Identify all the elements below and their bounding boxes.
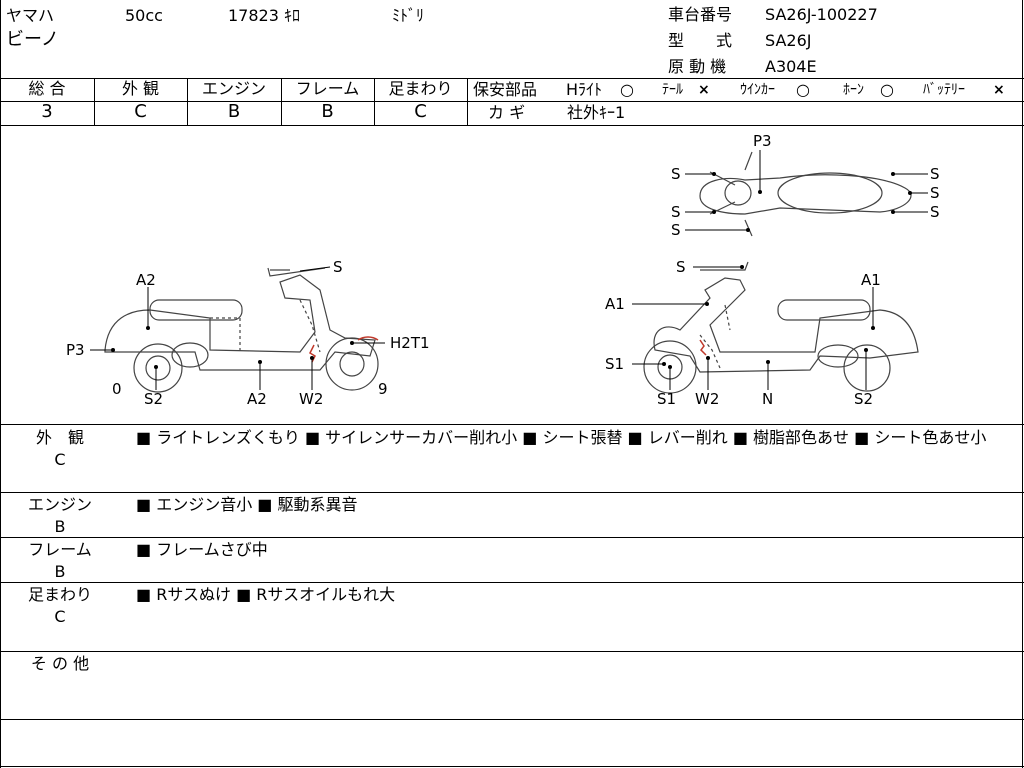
label-a1: A1 [861, 271, 881, 289]
cross-mark-icon: × [698, 82, 710, 98]
safety-item-name: ﾃｰﾙ [662, 82, 683, 98]
label-a1: A1 [605, 295, 625, 313]
label-s: S [333, 258, 343, 276]
divider [0, 78, 1024, 79]
scooter-right-view [643, 261, 919, 394]
grade-value-exterior: C [134, 101, 147, 122]
label-n: N [762, 390, 773, 408]
divider [0, 719, 1024, 720]
mileage: 17823 ｷﾛ [228, 6, 300, 25]
label-s: S [671, 221, 681, 239]
key-value: 社外ｷｰ1 [567, 103, 626, 122]
label-s: S [676, 258, 686, 276]
divider [467, 78, 468, 125]
safety-item-name: ｳｲﾝｶｰ [740, 82, 775, 98]
section-grade: B [54, 517, 66, 536]
section-text: ■ フレームさび中 [136, 540, 268, 559]
section-grade: C [54, 607, 66, 626]
section-label: 外 観 [35, 428, 84, 447]
safety-item-name: Hﾗｲﾄ [566, 80, 603, 99]
label-s: S [671, 165, 681, 183]
grade-label-total: 総 合 [28, 79, 66, 98]
cross-mark-icon: × [993, 82, 1005, 98]
divider [0, 537, 1024, 538]
label-s: S [930, 165, 940, 183]
grade-value-suspension: C [414, 101, 427, 122]
type-label: 型 式 [668, 31, 733, 50]
section-grade: C [54, 450, 66, 469]
frame-no: SA26J-100227 [765, 5, 878, 24]
safety-item-name: ﾊﾞｯﾃﾘｰ [923, 82, 965, 98]
section-text: ■ ライトレンズくもり ■ サイレンサーカバー削れ小 ■ シート張替 ■ レバー… [136, 428, 987, 447]
label-p3: P3 [66, 341, 85, 359]
grade-label-frame: フレーム [295, 79, 360, 98]
circle-mark-icon: ○ [620, 80, 634, 99]
label-nine: 9 [378, 380, 388, 398]
label-s1: S1 [657, 390, 676, 408]
label-s: S [671, 203, 681, 221]
safety-title: 保安部品 [473, 80, 538, 99]
label-p3: P3 [753, 132, 772, 150]
divider [0, 766, 1024, 767]
divider [0, 125, 1024, 126]
key-label: カ ギ [488, 103, 526, 122]
label-w2: W2 [299, 390, 323, 408]
divider [374, 78, 375, 125]
maker: ヤマハ [6, 6, 55, 25]
section-label: そ の 他 [30, 654, 90, 673]
grade-value-total: 3 [41, 101, 53, 122]
label-a2-bottom: A2 [247, 390, 267, 408]
label-s2: S2 [144, 390, 163, 408]
label-a2: A2 [136, 271, 156, 289]
divider [0, 0, 1, 768]
label-s: S [930, 184, 940, 202]
divider [0, 492, 1024, 493]
divider [467, 101, 1024, 102]
damage-marks [309, 336, 707, 363]
divider [0, 424, 1024, 425]
grade-label-suspension: 足まわり [388, 79, 453, 98]
label-s: S [930, 203, 940, 221]
section-text: ■ エンジン音小 ■ 駆動系異音 [136, 495, 358, 514]
section-label: エンジン [27, 495, 92, 514]
grade-value-engine: B [227, 101, 241, 122]
grade-label-exterior: 外 観 [121, 79, 160, 98]
model-name: ビーノ [6, 29, 59, 50]
circle-mark-icon: ○ [880, 80, 894, 99]
scooter-left-view [104, 267, 379, 393]
divider [187, 78, 188, 125]
divider [94, 78, 95, 125]
section-text: ■ Rサスぬけ ■ Rサスオイルもれ大 [136, 585, 396, 604]
divider [0, 101, 467, 102]
engine-label: 原 動 機 [668, 57, 727, 76]
section-label: フレーム [28, 540, 92, 559]
divider [1022, 0, 1023, 768]
damage-diagram: A2 P3 S H2T1 0 S2 A2 W2 9 S A1 A1 S1 S1 … [66, 132, 940, 408]
type-value: SA26J [765, 31, 812, 50]
safety-item-name: ﾎｰﾝ [843, 82, 864, 98]
divider [0, 582, 1024, 583]
label-zero: 0 [112, 380, 122, 398]
section-label: 足まわり [27, 585, 92, 604]
label-h2t1: H2T1 [390, 334, 430, 352]
engine-value: A304E [765, 57, 817, 76]
label-s1: S1 [605, 355, 624, 373]
divider [281, 78, 282, 125]
displacement: 50cc [125, 6, 163, 25]
section-grade: B [54, 562, 66, 581]
divider [0, 651, 1024, 652]
circle-mark-icon: ○ [796, 80, 810, 99]
color: ﾐﾄﾞﾘ [392, 6, 425, 25]
grade-value-frame: B [321, 101, 334, 122]
label-w2: W2 [695, 390, 719, 408]
scooter-top-view [699, 151, 912, 237]
label-s2: S2 [854, 390, 873, 408]
grade-label-engine: エンジン [201, 79, 266, 98]
frame-no-label: 車台番号 [668, 5, 733, 24]
